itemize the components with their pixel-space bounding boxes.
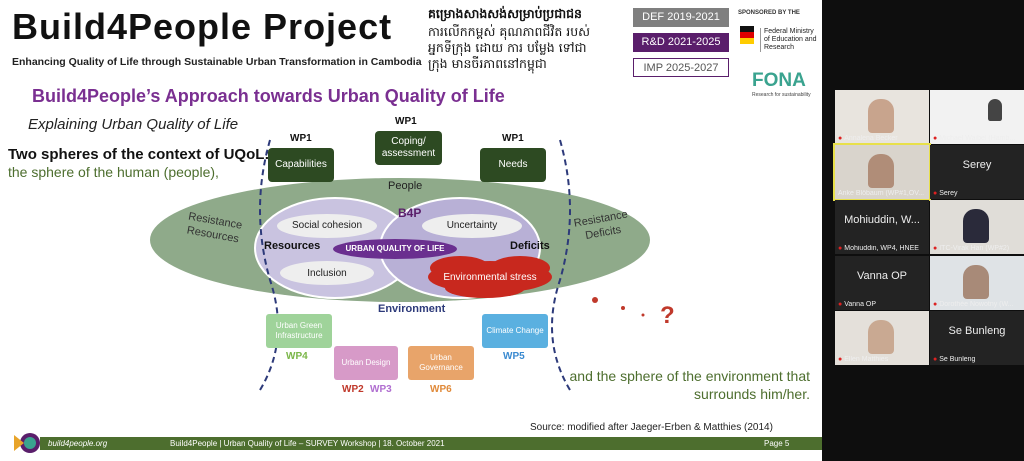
climate-box: Climate Change	[482, 314, 548, 348]
mic-muted-icon: ●	[933, 135, 938, 142]
participant-tile[interactable]: Vanna OP ●Vanna OP	[835, 256, 929, 310]
shared-slide: Build4People Project Enhancing Quality o…	[0, 0, 822, 461]
wp3-label: WP3	[370, 384, 392, 395]
resources-label: Resources	[264, 240, 321, 252]
fona-logo: FONA	[752, 70, 806, 91]
social-cohesion-pill	[277, 214, 377, 238]
participant-name: Ellen Matthies	[844, 356, 889, 363]
ministry-name: Federal Ministry of Education and Resear…	[760, 28, 818, 52]
needs-box: Needs	[480, 148, 546, 182]
source-citation: Source: modified after Jaeger-Erben & Ma…	[530, 422, 773, 433]
eagle-icon	[740, 26, 754, 44]
urban-design-box: Urban Design	[334, 346, 398, 380]
mic-muted-icon: ●	[933, 356, 938, 363]
participant-name: Serey	[939, 190, 958, 197]
mic-muted-icon: ●	[933, 190, 938, 197]
urban-gov-box: Urban Governance	[408, 346, 474, 380]
phase-imp: IMP 2025-2027	[633, 58, 729, 77]
participant-name: ITC-Virak Han (WP#2)	[939, 245, 1010, 252]
participant-tile[interactable]: Mohiuddin, W... ●Mohiuddin, WP4, HNEE	[835, 200, 929, 254]
human-sphere-text: the sphere of the human (people),	[8, 164, 219, 180]
mic-muted-icon: ●	[838, 135, 843, 142]
page-number: Page 5	[764, 439, 790, 448]
capabilities-box: Capabilities	[268, 148, 334, 182]
wp1-label: WP1	[290, 133, 312, 144]
participant-name: Dorothée Nowotny (W...	[939, 301, 1014, 308]
participant-display-name: Vanna OP	[857, 270, 907, 282]
participant-tile[interactable]: ●Annalena Becker	[835, 90, 929, 144]
fona-tagline: Research for sustainability	[752, 92, 811, 98]
environment-label: Environment	[378, 303, 446, 315]
sponsor-label: SPONSORED BY THE	[738, 10, 800, 16]
env-stress-label: Environmental stress	[443, 272, 537, 283]
slide-subheading: Explaining Urban Quality of Life	[28, 116, 239, 133]
participant-tile[interactable]: ●Ellen Matthies	[835, 311, 929, 365]
mic-muted-icon: ●	[838, 245, 843, 252]
wp5-label: WP5	[503, 351, 525, 362]
footer-bar	[40, 437, 822, 450]
deficits-label: Deficits	[510, 240, 550, 252]
participant-display-name: Se Bunleng	[948, 325, 1006, 337]
question-mark: ?	[660, 302, 675, 329]
slide-heading: Build4People’s Approach towards Urban Qu…	[32, 86, 505, 106]
participant-gallery: ●Annalena Becker ●Michael Waibel (Hamb..…	[822, 0, 1024, 461]
project-subtitle: Enhancing Quality of Life through Sustai…	[12, 56, 422, 68]
participant-tile[interactable]: ●Dorothée Nowotny (W...	[930, 256, 1024, 310]
participant-tile[interactable]: ●ITC-Virak Han (WP#2)	[930, 200, 1024, 254]
uqol-label: URBAN QUALITY OF LIFE	[345, 244, 445, 253]
coping-box: Coping/ assessment	[375, 131, 442, 165]
urban-green-box: Urban Green Infrastructure	[266, 314, 332, 348]
uncertainty-label: Uncertainty	[446, 220, 498, 231]
phase-rd: R&D 2021-2025	[633, 33, 729, 52]
participant-display-name: Mohiuddin, W...	[844, 214, 920, 226]
participant-tile[interactable]: ●Michael Waibel (Hamb...	[930, 90, 1024, 144]
two-spheres-text: Two spheres of the context of UQoL:	[8, 146, 270, 163]
participant-name: Mohiuddin, WP4, HNEE	[844, 245, 919, 252]
b4p-logo-icon	[14, 432, 40, 454]
participant-name: Vanna OP	[844, 301, 877, 308]
wp1-label: WP1	[395, 116, 417, 127]
participant-tile[interactable]: Serey ●Serey	[930, 145, 1024, 199]
participant-name: Se Bunleng	[939, 356, 976, 363]
people-label: People	[388, 180, 423, 192]
mic-muted-icon: ●	[933, 245, 938, 252]
social-cohesion-label: Social cohesion	[291, 220, 363, 231]
wp1-label: WP1	[502, 133, 524, 144]
participant-tile-active[interactable]: Anke Blöbaum (WP#1,OV...	[833, 143, 931, 201]
khmer-title: គម្រោងសាងសង់សម្រាប់ប្រជាជន	[428, 6, 582, 21]
khmer-line: ក្រុង មានចីរភាពនៅកម្ពុជា	[428, 56, 547, 71]
b4p-label: B4P	[398, 206, 422, 220]
participant-tile[interactable]: Se Bunleng ●Se Bunleng	[930, 311, 1024, 365]
footer-url: build4people.org	[48, 439, 108, 448]
wp2-label: WP2	[342, 384, 364, 395]
participant-name: Michael Waibel (Hamb...	[939, 135, 1016, 142]
uqol-diagram	[150, 139, 650, 391]
khmer-line: ការលើកកម្ពស់ គុណភាពជីវិត របស់	[428, 24, 591, 39]
mic-muted-icon: ●	[838, 301, 843, 308]
participant-name: Annalena Becker	[844, 135, 898, 142]
uncertainty-pill	[422, 214, 522, 238]
uqol-bar	[333, 239, 457, 259]
footer-text: Build4People | Urban Quality of Life – S…	[170, 439, 445, 448]
khmer-line: អ្នកទីក្រុង ដោយ ការ បម្លែង ទៅជា	[428, 40, 587, 55]
participant-name: Anke Blöbaum (WP#1,OV...	[838, 190, 925, 197]
wp4-label: WP4	[286, 351, 308, 362]
mic-muted-icon: ●	[838, 356, 843, 363]
phase-def: DEF 2019-2021	[633, 8, 729, 27]
env-sphere-text: and the sphere of the environment that s…	[569, 368, 811, 402]
project-title: Build4People Project	[12, 6, 393, 47]
inclusion-pill	[280, 261, 374, 285]
participant-display-name: Serey	[962, 159, 992, 171]
inclusion-label: Inclusion	[307, 268, 347, 279]
env-stress-cloud	[428, 256, 552, 298]
wp6-label: WP6	[430, 384, 452, 395]
mic-muted-icon: ●	[933, 301, 938, 308]
